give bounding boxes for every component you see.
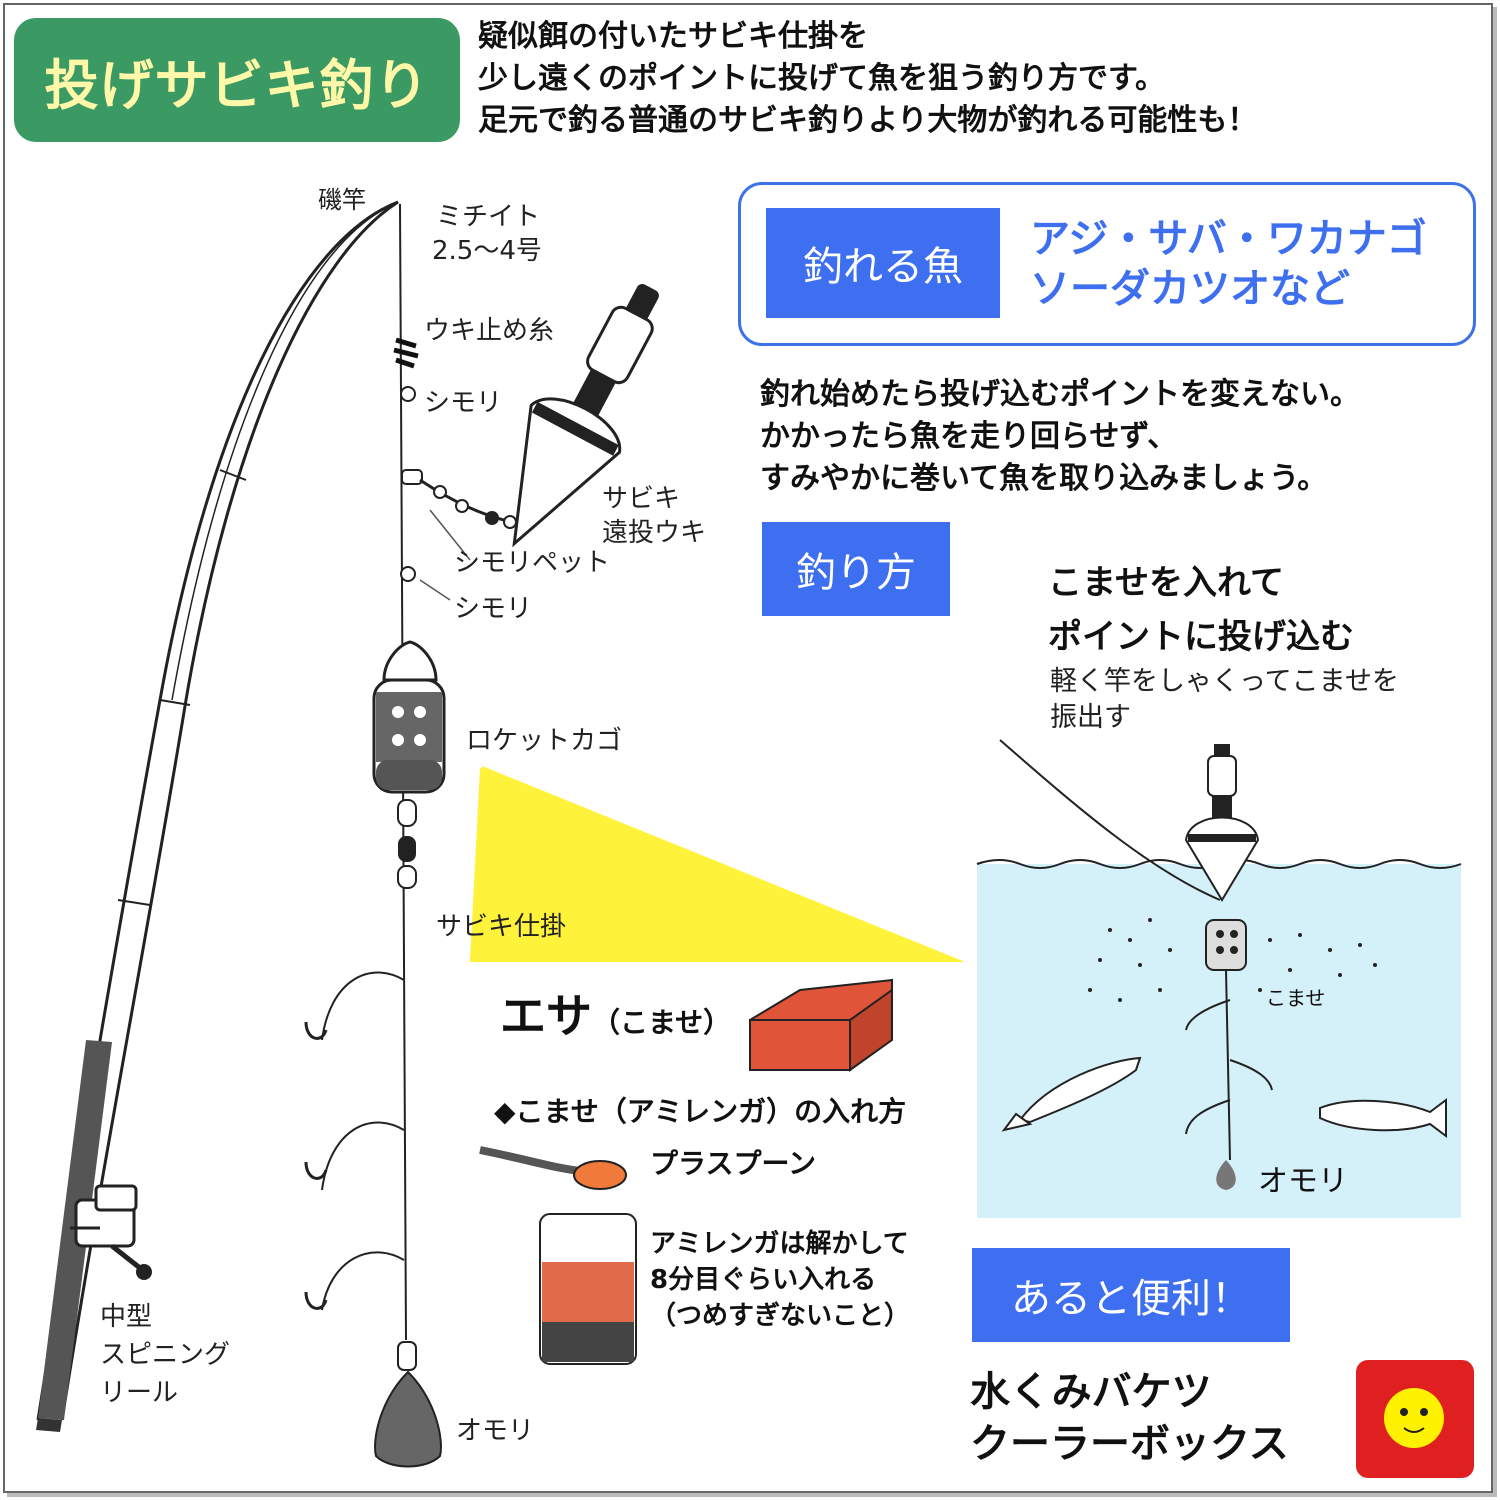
page-title: 投げサビキ釣り	[14, 18, 460, 142]
reel-label: 中型 スピニング リール	[100, 1298, 230, 1412]
method-sub-line: 軽く竿をしゃくってこませを	[1050, 666, 1399, 697]
reel-label-line: スピニング	[100, 1340, 231, 1370]
page-frame	[3, 3, 1493, 1493]
bait-title-sub: （こませ）	[592, 1006, 732, 1039]
method-sub-line: 振出す	[1050, 702, 1131, 733]
rod-label: 磯竿	[318, 186, 366, 214]
sabiki-rig-label: サビキ仕掛	[436, 912, 567, 942]
bait-note-line: （つめすぎないこと）	[650, 1301, 911, 1331]
sabiki-hook-icon	[304, 971, 405, 1311]
float-label-1: サビキ	[602, 484, 681, 514]
bait-note: アミレンガは解かして 8分目ぐらい入れる （つめすぎないこと）	[650, 1226, 910, 1334]
bait-note-line: アミレンガは解かして	[650, 1229, 909, 1259]
intro-text: 疑似餌の付いたサビキ仕掛を 少し遠くのポイントに投げて魚を狙う釣り方です。 足元…	[478, 16, 1478, 142]
shimori-pet-label: シモリペット	[454, 548, 611, 578]
tip-line: 釣れ始めたら投げ込むポイントを変えない。	[760, 377, 1360, 412]
method-sinker-label: オモリ	[1258, 1164, 1348, 1199]
bait-how-to: ◆こませ（アミレンガ）の入れ方	[494, 1095, 907, 1128]
fish-name: アジ・サバ・ワカナゴ	[1030, 216, 1427, 262]
tips-text: 釣れ始めたら投げ込むポイントを変えない。 かかったら魚を走り回らせず、 すみやか…	[760, 374, 1480, 500]
bait-title-main: エサ	[500, 989, 592, 1043]
method-label: 釣り方	[762, 522, 950, 616]
shimori-bead-icon	[400, 386, 416, 402]
bait-title: エサ（こませ）	[500, 980, 731, 1046]
shimori-label: シモリ	[424, 388, 503, 418]
rocket-basket-label: ロケットカゴ	[466, 726, 623, 756]
reel-icon	[70, 1184, 152, 1280]
rocket-basket-icon	[372, 640, 446, 794]
catchable-fish-label: 釣れる魚	[766, 208, 1000, 318]
cast-float-icon	[512, 284, 659, 548]
useful-item: 水くみバケツ	[970, 1369, 1212, 1415]
intro-line: 疑似餌の付いたサビキ仕掛を	[478, 19, 868, 54]
swivel-chain-icon	[401, 469, 517, 529]
method-heading-line: ポイントに投げ込む	[1048, 617, 1354, 657]
cup-icon	[539, 1213, 637, 1365]
swivel-icon	[397, 799, 417, 889]
shimori-bead-icon	[400, 566, 416, 582]
fish-name: ソーダカツオなど	[1030, 266, 1350, 312]
useful-label: あると便利！	[972, 1248, 1290, 1342]
line-name-label: ミチイト	[436, 202, 541, 232]
komase-label: こませ	[1266, 986, 1326, 1010]
stopper-label: ウキ止め糸	[424, 316, 555, 346]
shimori-label: シモリ	[454, 594, 533, 624]
spoon-icon	[479, 1146, 627, 1190]
reel-label-line: 中型	[100, 1302, 153, 1332]
reel-label-line: リール	[100, 1378, 179, 1408]
sinker-label: オモリ	[456, 1416, 535, 1446]
water-scene	[976, 739, 1462, 1218]
intro-line: 足元で釣る普通のサビキ釣りより大物が釣れる可能性も！	[478, 103, 1258, 138]
bait-note-line: 8分目ぐらい入れる	[650, 1265, 877, 1295]
tip-line: すみやかに巻いて魚を取り込みましょう。	[760, 461, 1328, 496]
line-size-label: 2.5～4号	[432, 236, 542, 266]
useful-item: クーラーボックス	[970, 1421, 1289, 1467]
tip-line: かかったら魚を走り回らせず、	[760, 419, 1178, 454]
spoon-label: プラスプーン	[650, 1147, 817, 1180]
method-heading-line: こませを入れて	[1048, 563, 1284, 603]
float-label-2: 遠投ウキ	[602, 518, 707, 548]
method-heading: こませを入れて ポイントに投げ込む	[1048, 556, 1354, 664]
useful-items: 水くみバケツ クーラーボックス	[970, 1366, 1289, 1470]
mascot-stamp-icon	[1356, 1360, 1474, 1478]
method-subtext: 軽く竿をしゃくってこませを 振出す	[1050, 664, 1399, 736]
stopper-knot-icon	[393, 337, 419, 369]
intro-line: 少し遠くのポイントに投げて魚を狙う釣り方です。	[478, 61, 1165, 96]
bait-brick-icon	[749, 978, 893, 1072]
catchable-fish-list: アジ・サバ・ワカナゴ ソーダカツオなど	[1030, 214, 1450, 314]
sinker-icon	[374, 1341, 442, 1468]
